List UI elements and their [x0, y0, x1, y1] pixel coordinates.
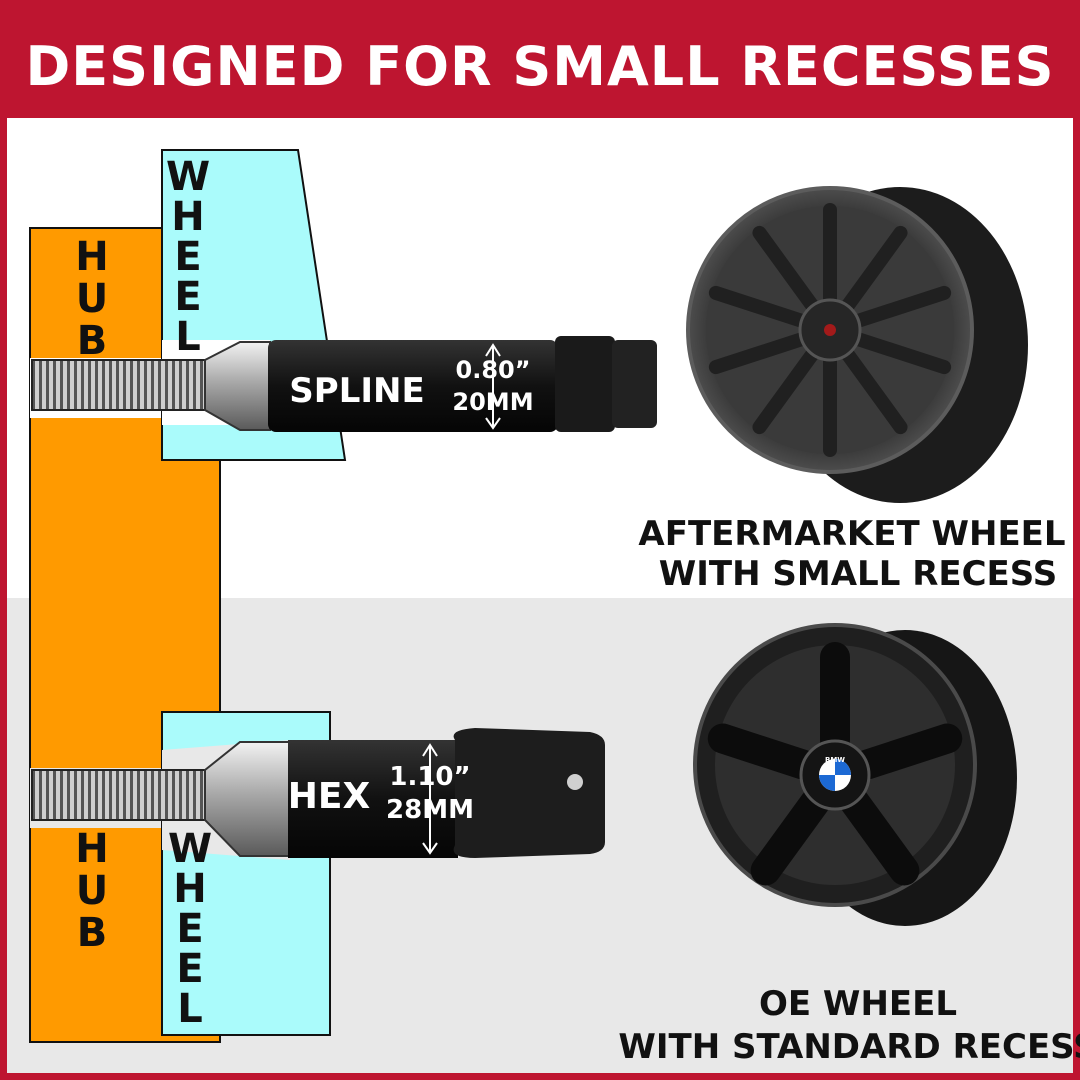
- wheel-spoke: [840, 225, 908, 313]
- wheel-spoke: [840, 347, 908, 435]
- wheel-spoke: [851, 332, 952, 375]
- stacked-letter: E: [174, 234, 201, 280]
- hex-arrow-up-icon: [422, 743, 438, 757]
- hex-size-in: 1.10”: [389, 762, 470, 792]
- stacked-letter: H: [75, 826, 108, 872]
- top-caption-line1: AFTERMARKET WHEEL: [638, 514, 1065, 554]
- hex-size-mm: 28MM: [386, 795, 474, 825]
- stacked-letter: E: [176, 906, 203, 952]
- bmw-emblem-text: BMW: [825, 756, 845, 764]
- spline-arrow-up-icon: [485, 343, 501, 357]
- spline-size-in: 0.80”: [456, 356, 531, 384]
- wheel-spoke: [851, 285, 952, 328]
- stacked-letter: H: [173, 866, 206, 912]
- wheel-spoke: [750, 787, 831, 886]
- stacked-letter: B: [77, 910, 108, 956]
- wheel-spoke: [708, 285, 809, 328]
- wheel-spoke: [708, 332, 809, 375]
- bottom-caption-line1: OE WHEEL: [759, 984, 957, 1024]
- spline-lug-body: [268, 340, 558, 432]
- stacked-letter: E: [176, 946, 203, 992]
- bottom-caption-line2: WITH STANDARD RECESS: [618, 1027, 1080, 1067]
- banner-title: DESIGNED FOR SMALL RECESSES: [25, 35, 1054, 98]
- wheel-spoke: [852, 723, 963, 780]
- stacked-letter: U: [76, 868, 108, 914]
- stacked-letter: L: [175, 314, 201, 360]
- stacked-letter: W: [168, 826, 212, 872]
- spline-size-mm: 20MM: [452, 388, 533, 416]
- wheel-spoke: [752, 347, 820, 435]
- hex-label: HEX: [288, 776, 371, 817]
- socket-detent-hole: [567, 774, 583, 790]
- wheel-spoke: [839, 787, 920, 886]
- spline-label: SPLINE: [289, 371, 424, 411]
- stacked-letter: W: [166, 154, 210, 200]
- stacked-letter: L: [177, 986, 203, 1032]
- top-caption-line2: WITH SMALL RECESS: [659, 554, 1057, 594]
- wheel-spoke: [707, 723, 818, 780]
- spline-key-collar: [555, 336, 615, 432]
- wheel-stud-bottom: [31, 769, 213, 821]
- stacked-letter: H: [75, 234, 108, 280]
- stacked-letter: U: [76, 276, 108, 322]
- hex-socket: [453, 728, 605, 858]
- spline-arrow-down-icon: [485, 417, 501, 430]
- aftermarket-wheel-image: [686, 186, 1028, 503]
- oe-wheel-image: BMW: [693, 623, 1017, 926]
- stacked-letter: E: [174, 274, 201, 320]
- spline-lug-seat: [204, 341, 271, 431]
- hex-arrow-down-icon: [422, 842, 438, 855]
- stacked-letter: H: [171, 194, 204, 240]
- spline-key-end: [612, 340, 657, 428]
- wheel-spoke: [752, 225, 820, 313]
- stacked-letter: B: [77, 318, 108, 364]
- wheel-stud-top: [31, 359, 213, 411]
